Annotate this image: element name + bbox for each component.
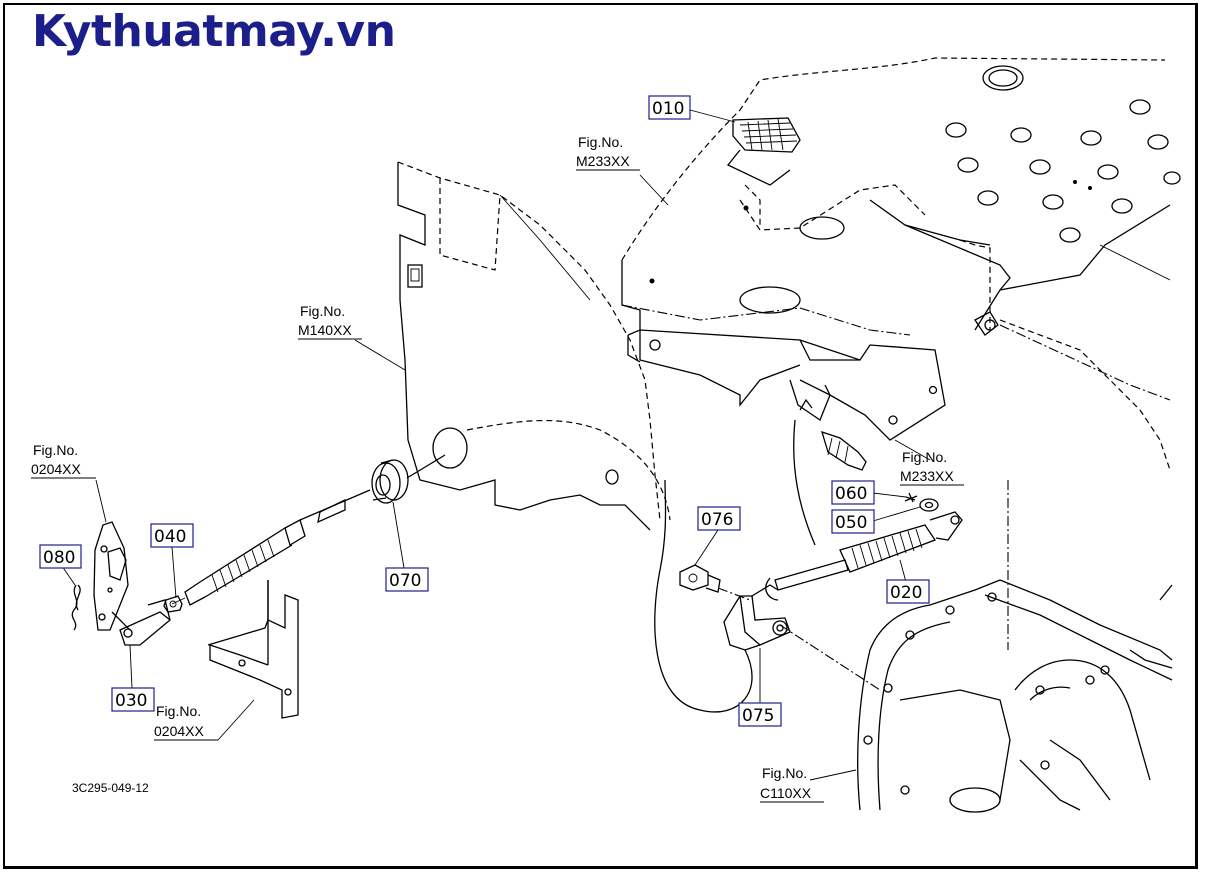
cable-left [171, 489, 371, 606]
cable-right [765, 511, 963, 601]
svg-text:050: 050 [835, 513, 867, 533]
fig-ref-0204-bottom: Fig.No. 0204XX [154, 703, 218, 741]
frame-border [3, 3, 1198, 869]
fig-ref-m233-mid: Fig.No. M233XX [900, 449, 964, 486]
nut-040 [163, 595, 183, 613]
svg-text:M233XX: M233XX [900, 468, 954, 484]
left-plate [93, 521, 129, 631]
svg-text:076: 076 [701, 510, 733, 530]
cable-loop [654, 479, 753, 713]
floor-holes [649, 65, 1181, 284]
transmission-housing [779, 480, 1173, 813]
part-label-030[interactable]: 030 [111, 687, 155, 712]
svg-text:0204XX: 0204XX [31, 461, 81, 477]
pin-060 [904, 492, 918, 503]
svg-text:Fig.No.: Fig.No. [156, 703, 201, 719]
svg-text:Fig.No.: Fig.No. [902, 449, 947, 465]
svg-text:Fig.No.: Fig.No. [300, 303, 345, 319]
svg-text:C110XX: C110XX [760, 785, 812, 801]
svg-text:075: 075 [742, 706, 774, 726]
bracket-075 [723, 584, 791, 651]
bolt-076 [679, 564, 751, 601]
svg-text:010: 010 [652, 99, 684, 119]
svg-text:0204XX: 0204XX [154, 723, 204, 739]
part-label-050[interactable]: 050 [831, 509, 875, 534]
pin-080 [71, 584, 81, 631]
side-panel [397, 161, 671, 531]
cable-fitting [799, 398, 867, 471]
brand-logo-text: Kythuatmay.vn [32, 6, 396, 57]
cable-to-bracket [793, 419, 816, 546]
svg-text:M140XX: M140XX [298, 322, 352, 338]
part-label-020[interactable]: 020 [886, 579, 930, 604]
svg-text:Fig.No.: Fig.No. [762, 765, 807, 781]
svg-text:030: 030 [115, 691, 147, 711]
svg-text:070: 070 [389, 571, 421, 591]
part-label-076[interactable]: 076 [697, 506, 741, 531]
cable-line [406, 454, 446, 479]
svg-text:080: 080 [43, 548, 75, 568]
grommet-070 [371, 459, 409, 504]
part-label-010[interactable]: 010 [648, 95, 691, 120]
pedal-pad [726, 117, 801, 225]
svg-text:Fig.No.: Fig.No. [578, 134, 623, 150]
leader-lines [61, 109, 931, 781]
part-label-075[interactable]: 075 [738, 702, 782, 727]
lower-bracket [207, 580, 299, 719]
fig-ref-0204-left: Fig.No. 0204XX [31, 442, 96, 479]
fig-ref-m140: Fig.No. M140XX [298, 303, 362, 340]
clevis-030 [111, 599, 172, 646]
fig-ref-m233-top: Fig.No. M233XX [576, 134, 640, 171]
svg-text:060: 060 [835, 484, 867, 504]
drawing-code: 3C295-049-12 [72, 781, 149, 795]
fig-ref-c110: Fig.No. C110XX [760, 765, 824, 803]
washer-050 [919, 498, 939, 512]
svg-text:M233XX: M233XX [576, 153, 630, 169]
platform-floor [621, 57, 1181, 471]
svg-text:Fig.No.: Fig.No. [33, 442, 78, 458]
part-label-070[interactable]: 070 [385, 567, 429, 592]
part-label-080[interactable]: 080 [39, 544, 82, 569]
svg-text:040: 040 [154, 527, 186, 547]
part-label-040[interactable]: 040 [150, 523, 194, 548]
pedal-bracket [627, 311, 999, 441]
part-label-060[interactable]: 060 [831, 480, 875, 505]
svg-text:020: 020 [890, 583, 922, 603]
